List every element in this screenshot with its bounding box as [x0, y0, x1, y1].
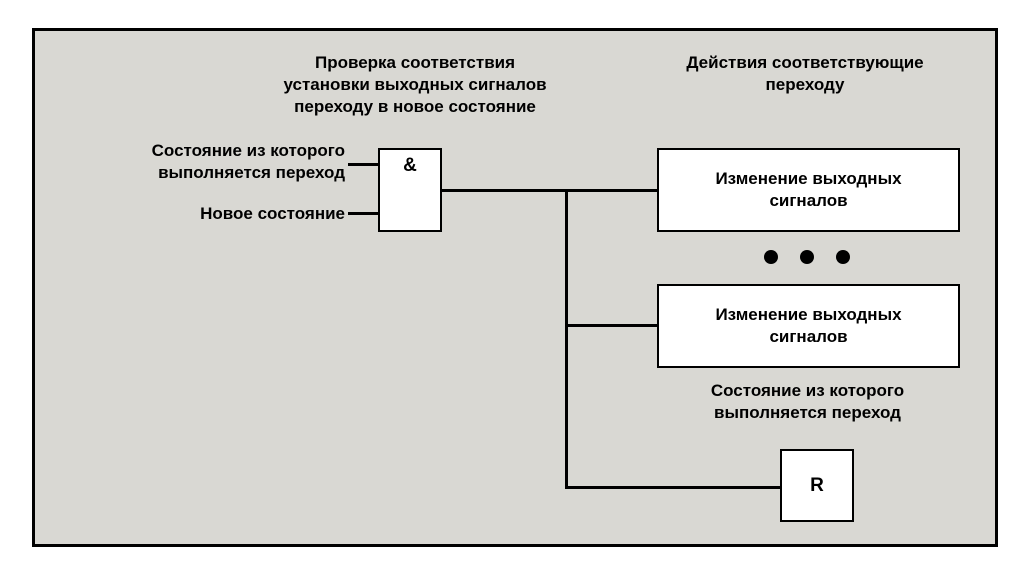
right-section-title: Действия соответствующие переходу: [686, 53, 924, 94]
input2-label: Новое состояние: [200, 204, 345, 223]
ellipsis-dot: [836, 250, 850, 264]
wire-and-output: [442, 189, 568, 192]
wire-branch2: [565, 324, 657, 327]
wire-trunk: [565, 189, 568, 489]
action-box-2: Изменение выходных сигналов: [657, 284, 960, 368]
left-section-title: Проверка соответствия установки выходных…: [283, 53, 547, 116]
wire-input2: [348, 212, 378, 215]
ellipsis-dot: [800, 250, 814, 264]
reset-box-label: R: [810, 474, 824, 496]
action-box-1: Изменение выходных сигналов: [657, 148, 960, 232]
reset-state-label: Состояние из которого выполняется перехо…: [710, 381, 905, 422]
and-gate-box: &: [378, 148, 442, 232]
input1-label: Состояние из которого выполняется перехо…: [151, 141, 345, 182]
action-box-1-label: Изменение выходных сигналов: [715, 169, 902, 210]
ellipsis-dots: [764, 250, 850, 264]
wire-branch1: [565, 189, 657, 192]
reset-box: R: [780, 449, 854, 522]
and-gate-label: &: [403, 155, 417, 176]
ellipsis-dot: [764, 250, 778, 264]
wire-input1: [348, 163, 378, 166]
action-box-2-label: Изменение выходных сигналов: [715, 305, 902, 346]
wire-branch3: [565, 486, 780, 489]
